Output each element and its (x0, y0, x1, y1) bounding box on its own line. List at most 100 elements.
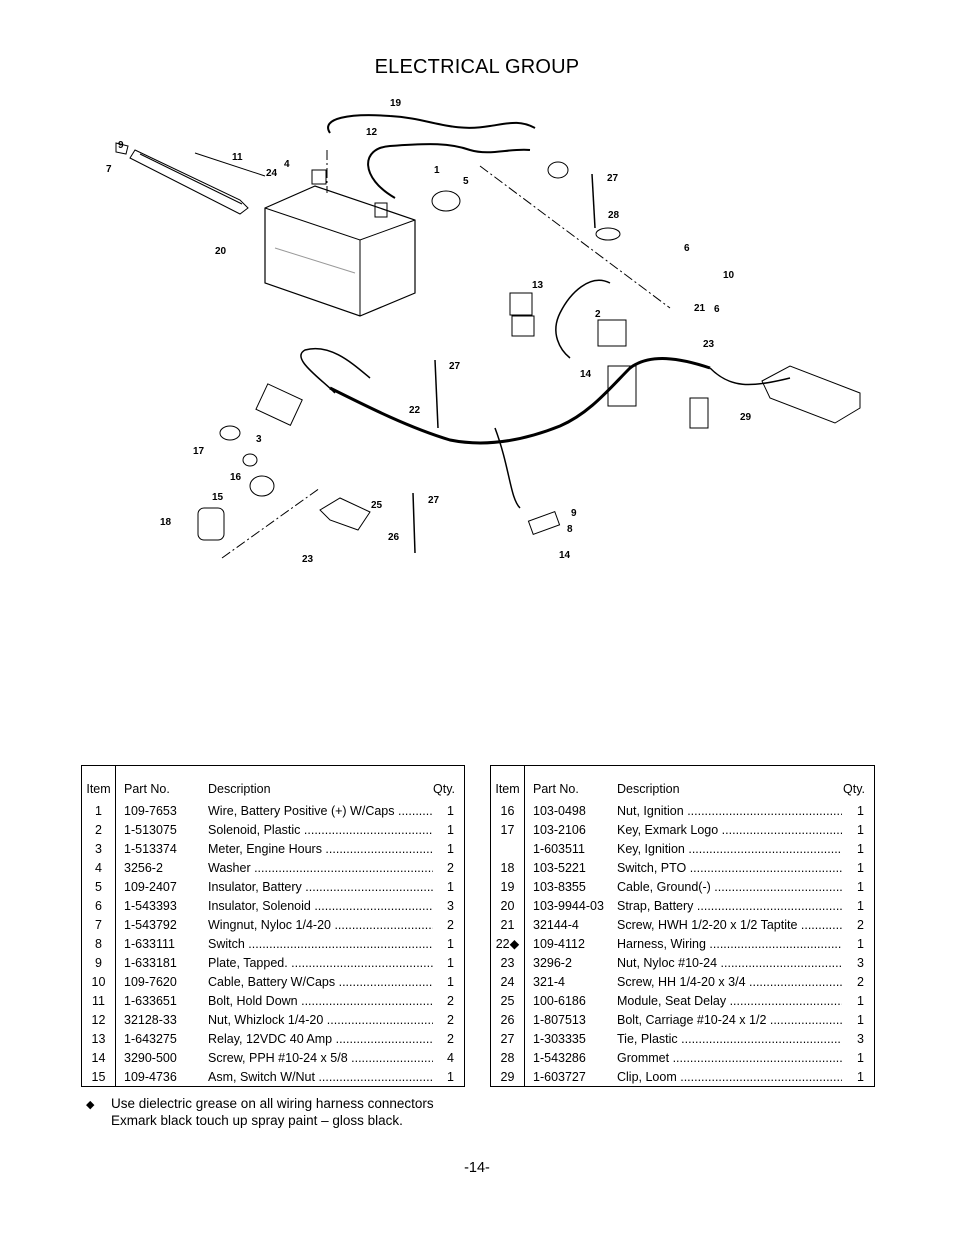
seat-delay-module-illustration (319, 497, 371, 531)
svg-text:15: 15 (212, 492, 224, 503)
cell-desc: Harness, Wiring (617, 935, 842, 954)
cell-part: 3256-2 (124, 861, 163, 875)
cell-part: 109-4112 (533, 937, 585, 951)
cell-part: 100-6186 (533, 994, 586, 1008)
svg-text:17: 17 (193, 446, 205, 457)
cell-qty: 2 (447, 994, 454, 1008)
svg-text:8: 8 (567, 524, 573, 535)
cell-desc: Wingnut, Nyloc 1/4-20 (208, 916, 433, 935)
cell-qty: 2 (857, 918, 864, 932)
exploded-parts-diagram: 19 12 9 7 11 4 24 1 5 27 28 6 10 20 13 2… (106, 98, 861, 565)
battery-strap-illustration (115, 142, 266, 215)
cell-desc: Nut, Nyloc #10-24 (617, 954, 842, 973)
positive-cable-illustration (367, 143, 531, 199)
cell-item: 10 (91, 975, 106, 989)
cell-qty: 3 (447, 899, 454, 913)
cell-item: 8 (95, 937, 102, 951)
cell-part: 109-2407 (124, 880, 177, 894)
cell-part: 103-8355 (533, 880, 586, 894)
cell-part: 32128-33 (124, 1013, 177, 1027)
svg-text:3: 3 (256, 434, 262, 445)
pto-switch-illustration (197, 507, 225, 541)
cell-part: 1-513075 (124, 823, 177, 837)
cell-desc: Switch, PTO (617, 859, 842, 878)
cell-item: 11 (92, 994, 105, 1008)
cell-desc: Screw, HH 1/4-20 x 3/4 (617, 973, 842, 992)
svg-text:22: 22 (409, 405, 421, 416)
cell-qty: 1 (857, 804, 864, 818)
svg-text:27: 27 (449, 361, 461, 372)
svg-text:24: 24 (266, 168, 278, 179)
cell-item: 23 (500, 956, 515, 970)
cell-qty: 2 (447, 1032, 454, 1046)
cell-desc: Screw, HWH 1/2-20 x 1/2 Taptite (617, 916, 842, 935)
cell-part: 1-603727 (533, 1070, 586, 1084)
cell-qty: 1 (857, 899, 864, 913)
page-number: -14- (464, 1160, 490, 1176)
cell-part: 3296-2 (533, 956, 572, 970)
cell-desc: Clip, Loom (617, 1068, 842, 1087)
cell-qty: 1 (857, 823, 864, 837)
cell-desc: Switch (208, 935, 433, 954)
cell-qty: 1 (447, 937, 454, 951)
wiring-harness-illustration (329, 357, 711, 445)
cell-qty: 1 (857, 994, 864, 1008)
battery-illustration (264, 169, 416, 317)
cell-part: 1-303335 (533, 1032, 586, 1046)
cell-part: 1-543286 (533, 1051, 586, 1065)
cell-part: 1-633651 (124, 994, 177, 1008)
cell-item: 28 (500, 1051, 515, 1065)
cell-item: 19 (500, 880, 515, 894)
cell-part: 32144-4 (533, 918, 579, 932)
svg-text:29: 29 (740, 412, 752, 423)
svg-text:11: 11 (232, 152, 243, 163)
cell-item: 26 (500, 1013, 515, 1027)
cell-desc: Tie, Plastic (617, 1030, 842, 1049)
cell-qty: 1 (857, 937, 864, 951)
cell-qty: 1 (447, 956, 454, 970)
table-row: 281-543286Grommet1 (491, 1049, 874, 1068)
cell-desc: Insulator, Battery (208, 878, 433, 897)
cell-qty: 1 (857, 842, 864, 856)
svg-text:6: 6 (714, 304, 720, 315)
cell-part: 1-543792 (124, 918, 177, 932)
cell-item: 27 (500, 1032, 515, 1046)
table-row: 81-633111Switch1 (82, 935, 464, 954)
cell-qty: 2 (447, 918, 454, 932)
svg-text:23: 23 (703, 339, 715, 350)
cell-desc: Washer (208, 859, 433, 878)
svg-text:4: 4 (284, 159, 290, 170)
cell-item: 14 (91, 1051, 106, 1065)
cell-part: 1-603511 (533, 842, 585, 856)
cell-qty: 1 (857, 1013, 864, 1027)
svg-text:1: 1 (434, 165, 440, 176)
cell-item: 6 (95, 899, 102, 913)
svg-text:27: 27 (428, 495, 440, 506)
cell-desc: Bolt, Hold Down (208, 992, 433, 1011)
cell-item: 17 (500, 823, 515, 837)
cell-qty: 2 (857, 975, 864, 989)
cell-qty: 1 (857, 1051, 864, 1065)
cell-item: 18 (500, 861, 515, 875)
cell-part: 109-7653 (124, 804, 177, 818)
cell-part: 103-2106 (533, 823, 586, 837)
cell-part: 1-513374 (124, 842, 177, 856)
svg-text:7: 7 (106, 164, 112, 175)
cell-item: 3 (95, 842, 102, 856)
